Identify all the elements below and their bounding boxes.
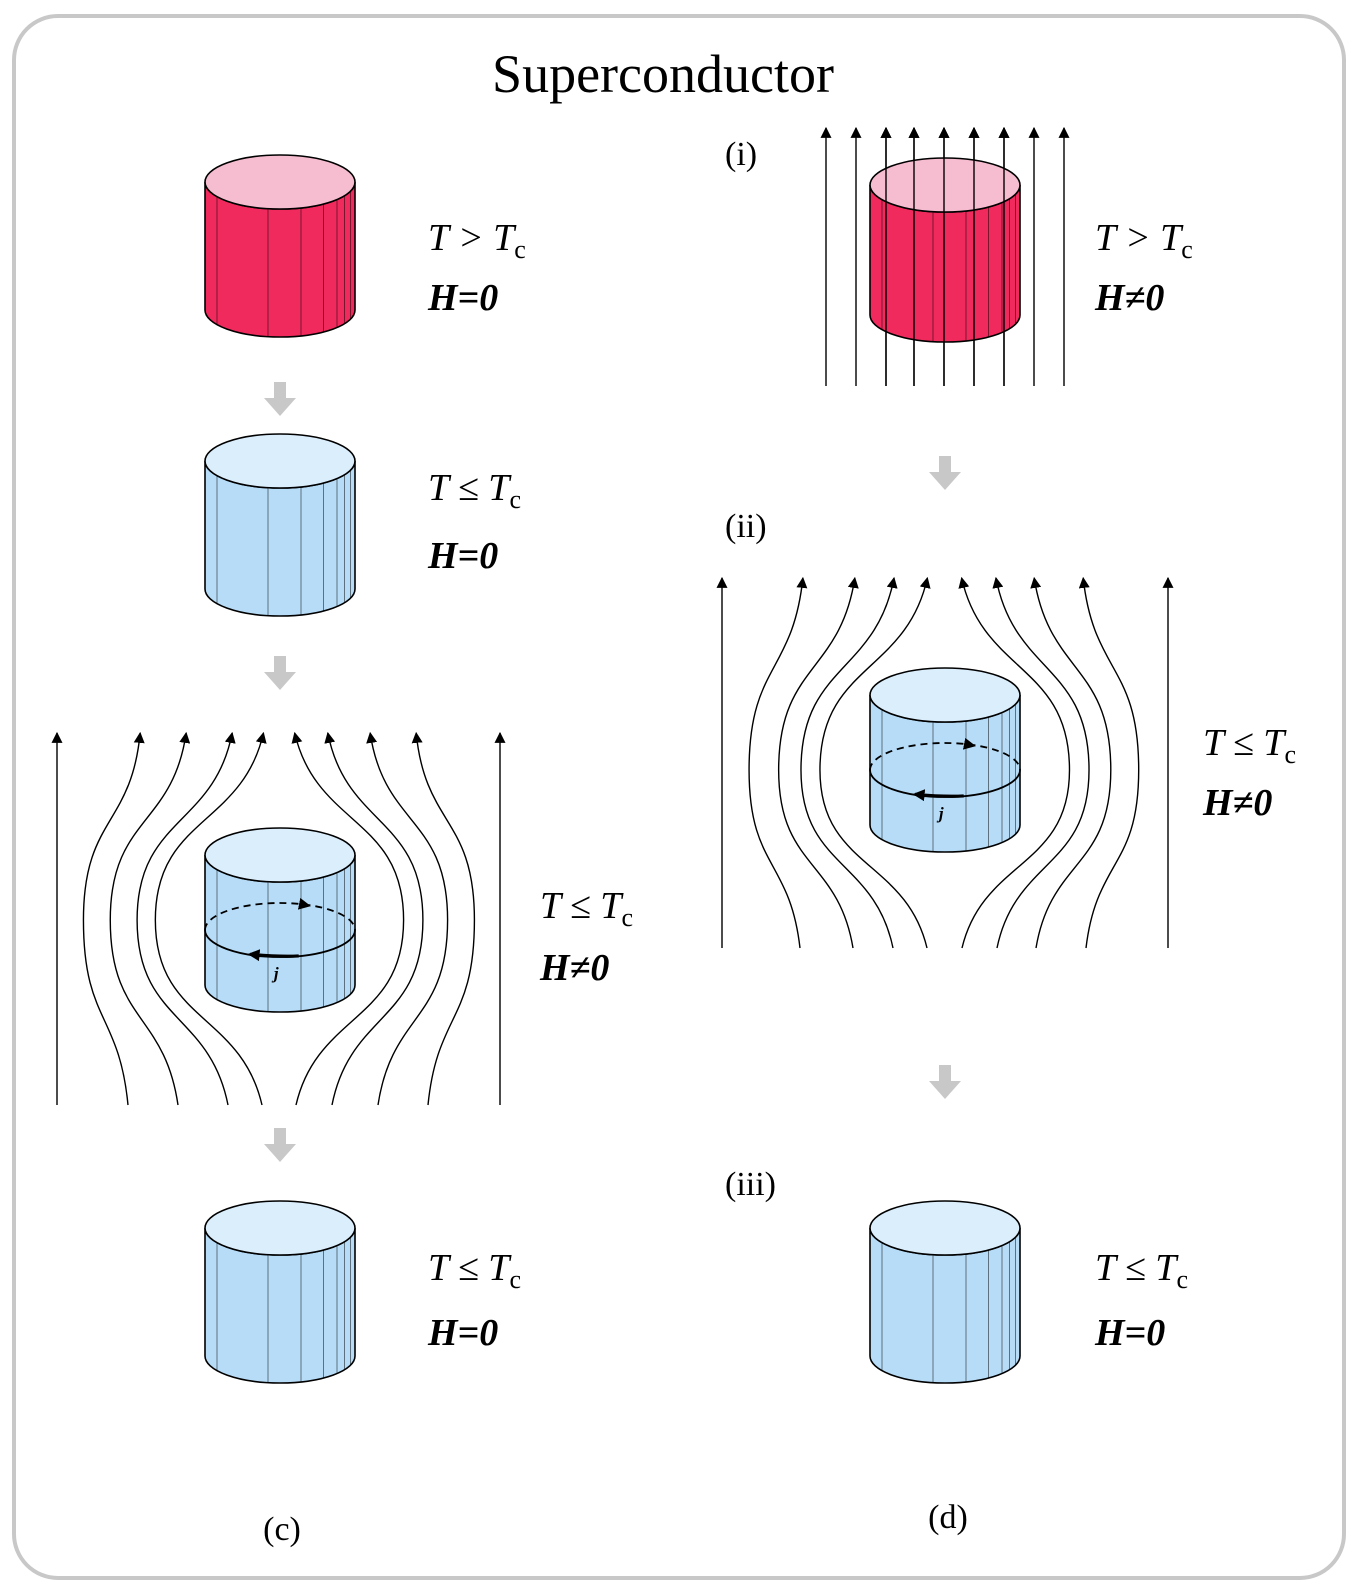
temperature-condition: T > Tc — [428, 217, 526, 264]
field-line — [819, 576, 931, 949]
panel-label-c: (c) — [263, 1511, 301, 1548]
current-label: j — [936, 804, 944, 823]
current-label: j — [271, 964, 279, 983]
temperature-condition: T ≤ Tc — [428, 1247, 521, 1294]
cylinder-c2-super — [204, 433, 356, 617]
field-line — [800, 576, 898, 949]
process-arrow — [264, 656, 296, 690]
process-arrow — [264, 382, 296, 416]
field-line — [777, 576, 859, 949]
cylinder-top — [869, 667, 1021, 723]
step-arrows — [264, 382, 961, 1162]
field-line — [366, 731, 449, 1106]
cylinder-top — [204, 827, 356, 883]
step-label-iii: (iii) — [725, 1166, 776, 1203]
current-arrow-front — [247, 949, 299, 962]
induced-current: j — [869, 737, 1021, 823]
field-line — [992, 576, 1090, 949]
temperature-condition: T > Tc — [1095, 217, 1193, 264]
temperature-condition: T ≤ Tc — [1095, 1247, 1188, 1294]
field-condition: H≠0 — [1094, 277, 1164, 319]
field-condition: H=0 — [1094, 1312, 1165, 1354]
field-line — [82, 731, 145, 1106]
step-label-i: (i) — [725, 136, 757, 173]
induced-current: j — [204, 897, 356, 983]
cylinder-d3-super — [869, 1200, 1021, 1384]
cylinder-d2-super — [869, 667, 1021, 853]
labels: T > Tc H=0 T ≤ Tc H=0 T ≤ Tc H≠0 T ≤ Tc H=0 (c) (… — [263, 136, 1296, 1548]
field-line — [1030, 576, 1112, 949]
field-line — [958, 576, 1071, 949]
field-condition: H≠0 — [1202, 782, 1272, 824]
field-line — [411, 731, 476, 1106]
temperature-condition: T ≤ Tc — [428, 467, 521, 514]
field-line — [291, 731, 405, 1106]
temperature-condition: T ≤ Tc — [540, 885, 633, 932]
field-line — [154, 731, 267, 1106]
field-line — [324, 731, 424, 1106]
figure-title: Superconductor — [492, 44, 834, 104]
figure-frame — [12, 14, 1346, 1580]
cylinder-d1-normal — [869, 157, 1021, 343]
field-line — [136, 731, 236, 1106]
current-arrow-front — [912, 789, 964, 802]
process-arrow — [929, 456, 961, 490]
field-condition: H≠0 — [539, 947, 609, 989]
cylinder-top — [204, 154, 356, 210]
cylinders: jj — [204, 126, 1021, 1384]
process-arrow — [264, 1128, 296, 1162]
step-label-ii: (ii) — [725, 508, 767, 545]
process-arrow — [929, 1065, 961, 1099]
field-condition: H=0 — [427, 535, 498, 577]
cylinder-c3-super — [204, 827, 356, 1013]
field-condition: H=0 — [427, 1312, 498, 1354]
field-condition: H=0 — [427, 277, 498, 319]
cylinder-top — [204, 433, 356, 489]
temperature-condition: T ≤ Tc — [1203, 722, 1296, 769]
field-line — [748, 576, 808, 949]
cylinder-top — [869, 1200, 1021, 1256]
field-line — [1078, 576, 1140, 949]
cylinder-c4-super — [204, 1200, 356, 1384]
field-line — [109, 731, 191, 1106]
cylinder-c1-normal — [204, 154, 356, 338]
panel-label-d: (d) — [928, 1499, 968, 1536]
cylinder-top — [204, 1200, 356, 1256]
current-back-path — [204, 902, 356, 931]
cylinder-top — [869, 157, 1021, 213]
current-back-path — [869, 742, 1021, 771]
